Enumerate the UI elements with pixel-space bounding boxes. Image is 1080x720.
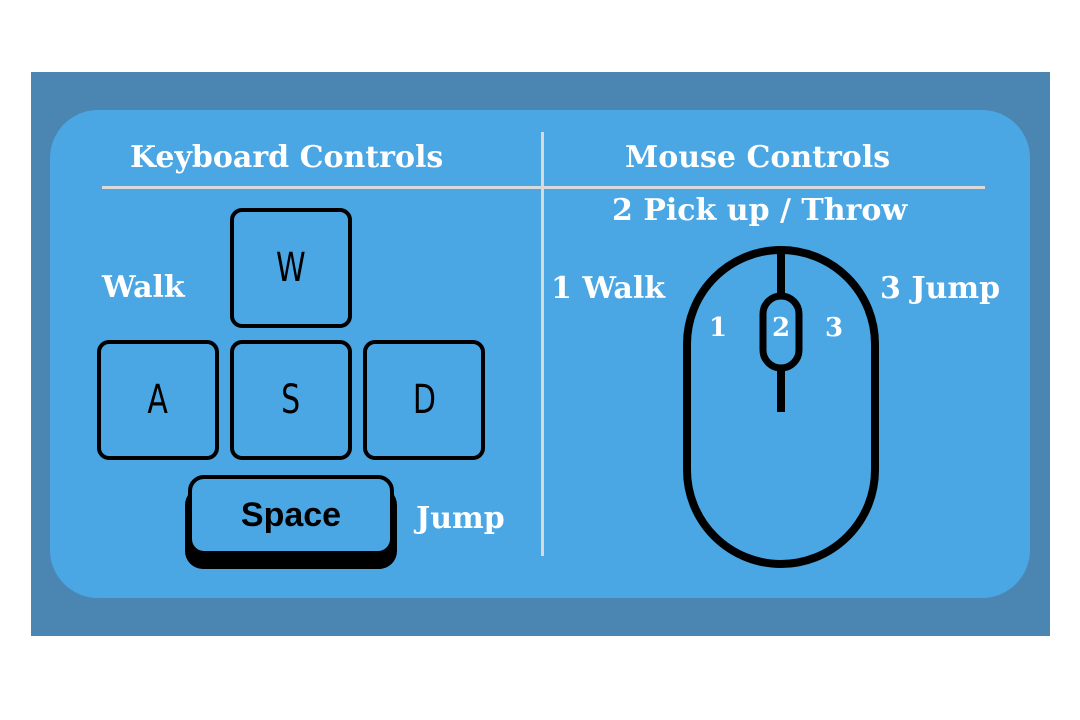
space-key: Space	[188, 475, 394, 555]
keyboard-jump-label: Jump	[416, 501, 505, 536]
mouse-right-button-number: 3	[825, 313, 844, 343]
d-key: D	[363, 340, 485, 460]
mouse-middle-button-number: 2	[772, 313, 791, 343]
mouse-left-button-label: 1 Walk	[551, 271, 666, 306]
mouse-body	[683, 246, 879, 568]
a-key-label: A	[147, 377, 169, 423]
mouse-right-button-label: 3 Jump	[880, 271, 1001, 306]
space-key-label: Space	[240, 495, 342, 534]
s-key: S	[230, 340, 352, 460]
mouse-controls-title: Mouse Controls	[625, 140, 891, 175]
d-key-label: D	[412, 377, 436, 423]
w-key-label: W	[276, 245, 306, 291]
mouse-middle-button-label: 2 Pick up / Throw	[612, 193, 908, 228]
s-key-label: S	[281, 377, 301, 423]
a-key: A	[97, 340, 219, 460]
mouse-scroll-wheel	[759, 292, 803, 372]
keyboard-walk-label: Walk	[102, 270, 185, 305]
keyboard-controls-title: Keyboard Controls	[130, 140, 444, 175]
mouse-left-button-number: 1	[709, 313, 728, 343]
w-key: W	[230, 208, 352, 328]
section-divider	[541, 132, 544, 556]
